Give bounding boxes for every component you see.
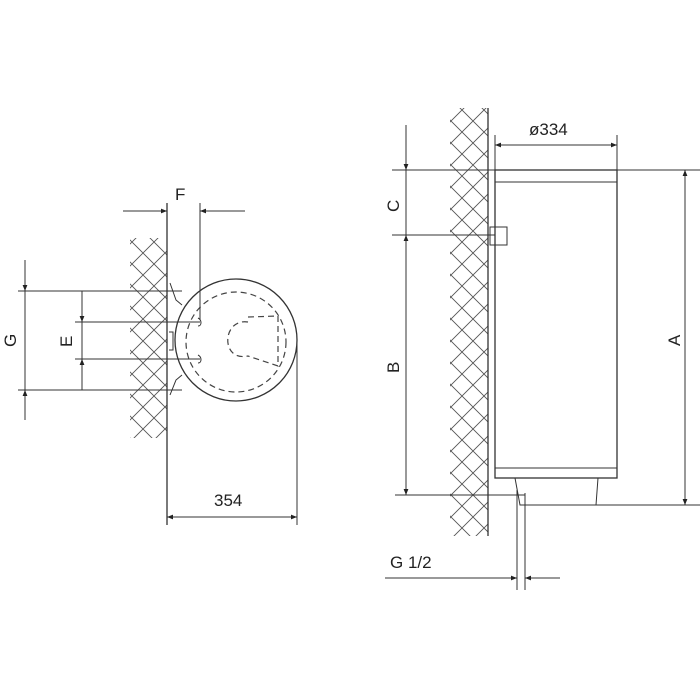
label-e: E	[57, 336, 76, 347]
label-a: A	[665, 334, 684, 346]
wall-mount-block	[489, 226, 508, 246]
tank-bottom-cap	[514, 477, 599, 506]
label-b: B	[384, 362, 403, 373]
tank-outline-top	[174, 278, 298, 402]
label-f: F	[175, 185, 185, 204]
label-diameter-334: ø334	[529, 120, 568, 139]
wall-hatching-left	[130, 238, 167, 438]
top-view: F G E 354	[1, 185, 298, 525]
water-pipes	[516, 490, 526, 590]
tank-inner-dashed	[185, 291, 287, 393]
inlet-pipes	[197, 317, 202, 364]
flange-dashed	[247, 315, 279, 367]
label-pipe-g-half: G 1/2	[390, 553, 432, 572]
element-dashed	[227, 321, 249, 357]
label-g: G	[1, 334, 20, 347]
wall-hatching-right	[450, 108, 488, 536]
side-view: ø334 A C B G 1/2	[384, 108, 700, 590]
tank-body	[494, 169, 618, 479]
label-width-354: 354	[214, 491, 242, 510]
label-c: C	[384, 200, 403, 212]
